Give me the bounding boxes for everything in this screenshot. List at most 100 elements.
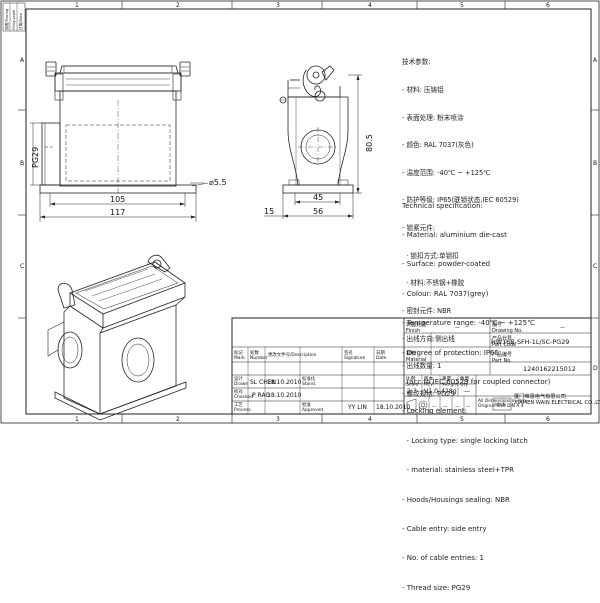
spec-en-line: - material: stainless steel+TPR [402,466,515,475]
spec-cn-line: - 锁紧元件: [402,224,436,233]
specs-cn: 技术参数: - 材料: 压铸铝 - 表面处理: 粉末喷涂 - 颜色: RAL 7… [402,40,519,408]
tb-sheet-marks: ———— [432,405,471,410]
zone-col-5b: 5 [460,416,464,423]
tb-approved-by: YY LIN [347,404,367,411]
spec-en-line: - Material: aluminium die-cast [402,230,507,239]
tb-drawn-date: 18.10.2010 [267,379,302,386]
tb-change-label: 更改文件号/Description [268,351,317,358]
zone-row-c: C [593,263,597,270]
zone-col-5: 5 [460,2,464,9]
specs-en: Technical specification: - Material: alu… [402,182,550,603]
tb-material-value: — [455,352,460,358]
isometric-view [47,254,187,421]
zone-col-4b: 4 [368,416,372,423]
dim-pg29: PG29 [31,147,40,168]
tb-checked-date: 18.10.2010 [267,392,302,399]
tb-drawn-by: SL CHEN [250,379,276,386]
side-dim-arrows [283,75,360,218]
spec-cn-line: - 温度范围: -40℃ ~ +125℃ [402,168,491,177]
dim-15: 15 [264,207,274,216]
spec-en-line: - Locking element: [402,407,467,416]
company-logo-text: WAIN [495,402,506,407]
zone-row-c-left: C [20,263,24,270]
projection-symbol [406,398,428,412]
zone-row-b-left: B [20,160,24,167]
side-label-filing: Filing Label [12,10,16,30]
spec-en-line: - Locking type: single locking latch [402,436,528,445]
zone-col-2: 2 [176,2,180,9]
company-logo [492,397,512,411]
tracing-box [2,2,26,32]
zone-col-6: 6 [546,2,550,9]
zone-col-2b: 2 [176,416,180,423]
side-dim-lines [264,74,362,219]
spec-cn-line: - 材料: 压铸铝 [402,86,444,95]
spec-en-line: - Cable entry: side entry [402,524,487,533]
spec-cn-line: - 出线方向:侧出线 [402,334,455,343]
dim-80-5: 80.5 [365,134,374,152]
tb-scale: 2:3 [407,388,417,395]
zone-row-a-left: A [20,57,25,64]
spec-en-line: - Degree of protection: IP65 [402,348,499,357]
front-dim-lines [30,122,209,222]
dim-hole: ⌀5.5 [209,178,227,187]
spec-cn-line: - 颜色: RAL 7037(灰色) [402,141,474,150]
svg-text:—: — [455,405,460,410]
spec-en-line: (acc.to IEC 60529 for coupled connector) [402,377,551,386]
spec-en-line: - Surface: powder-coated [402,260,491,269]
spec-cn-line: - 螺纹规格: PG29 [402,389,455,398]
tb-drawing-value: — [560,325,565,331]
dim-117: 117 [110,208,125,217]
dim-56: 56 [313,207,323,216]
svg-text:—: — [432,405,437,410]
tb-part-no: 1240162215012 [523,365,576,373]
zone-col-1b: 1 [75,416,79,423]
zone-col-1: 1 [75,2,79,9]
spec-en-line: - Hoods/Housings sealing: NBR [402,495,510,504]
side-label-tracing: 描图/Tracing [4,9,9,30]
zone-col-3: 3 [276,2,280,9]
title-block [231,317,592,415]
zone-row-d: D [593,365,598,372]
tb-part-code: HW16B-SFH-1L/SC-PG29 [491,338,569,346]
zone-ticks [18,1,599,423]
spec-en-line: - Thread size: PG29 [402,583,471,592]
spec-cn-line: · 材料:不锈钢+橡胶 [402,279,465,288]
zone-col-4: 4 [368,2,372,9]
tb-weight: 428g [441,388,457,395]
zone-row-a: A [593,57,598,64]
drawing-sheet: 1 2 3 4 5 6 1 2 3 4 5 6 A B C D A B C 描图… [0,0,600,424]
spec-en-line: Technical specification: [402,201,483,210]
dim-45: 45 [313,193,323,202]
front-view [39,61,204,195]
side-view [279,65,354,194]
zone-col-3b: 3 [276,416,280,423]
spec-en-line: - Colour: RAL 7037(grey) [402,289,489,298]
tb-approved-date: 18.10.2010 [376,404,411,411]
spec-cn-line: - 表面处理: 粉末喷涂 [402,113,464,122]
spec-en-line: - No. of cable entries: 1 [402,554,484,563]
zone-col-6b: 6 [546,416,550,423]
tb-checked-by: P RAO [252,392,270,399]
dim-105: 105 [110,195,125,204]
tb-rev: V1.0 [424,388,438,395]
tb-qty: — [464,388,470,395]
